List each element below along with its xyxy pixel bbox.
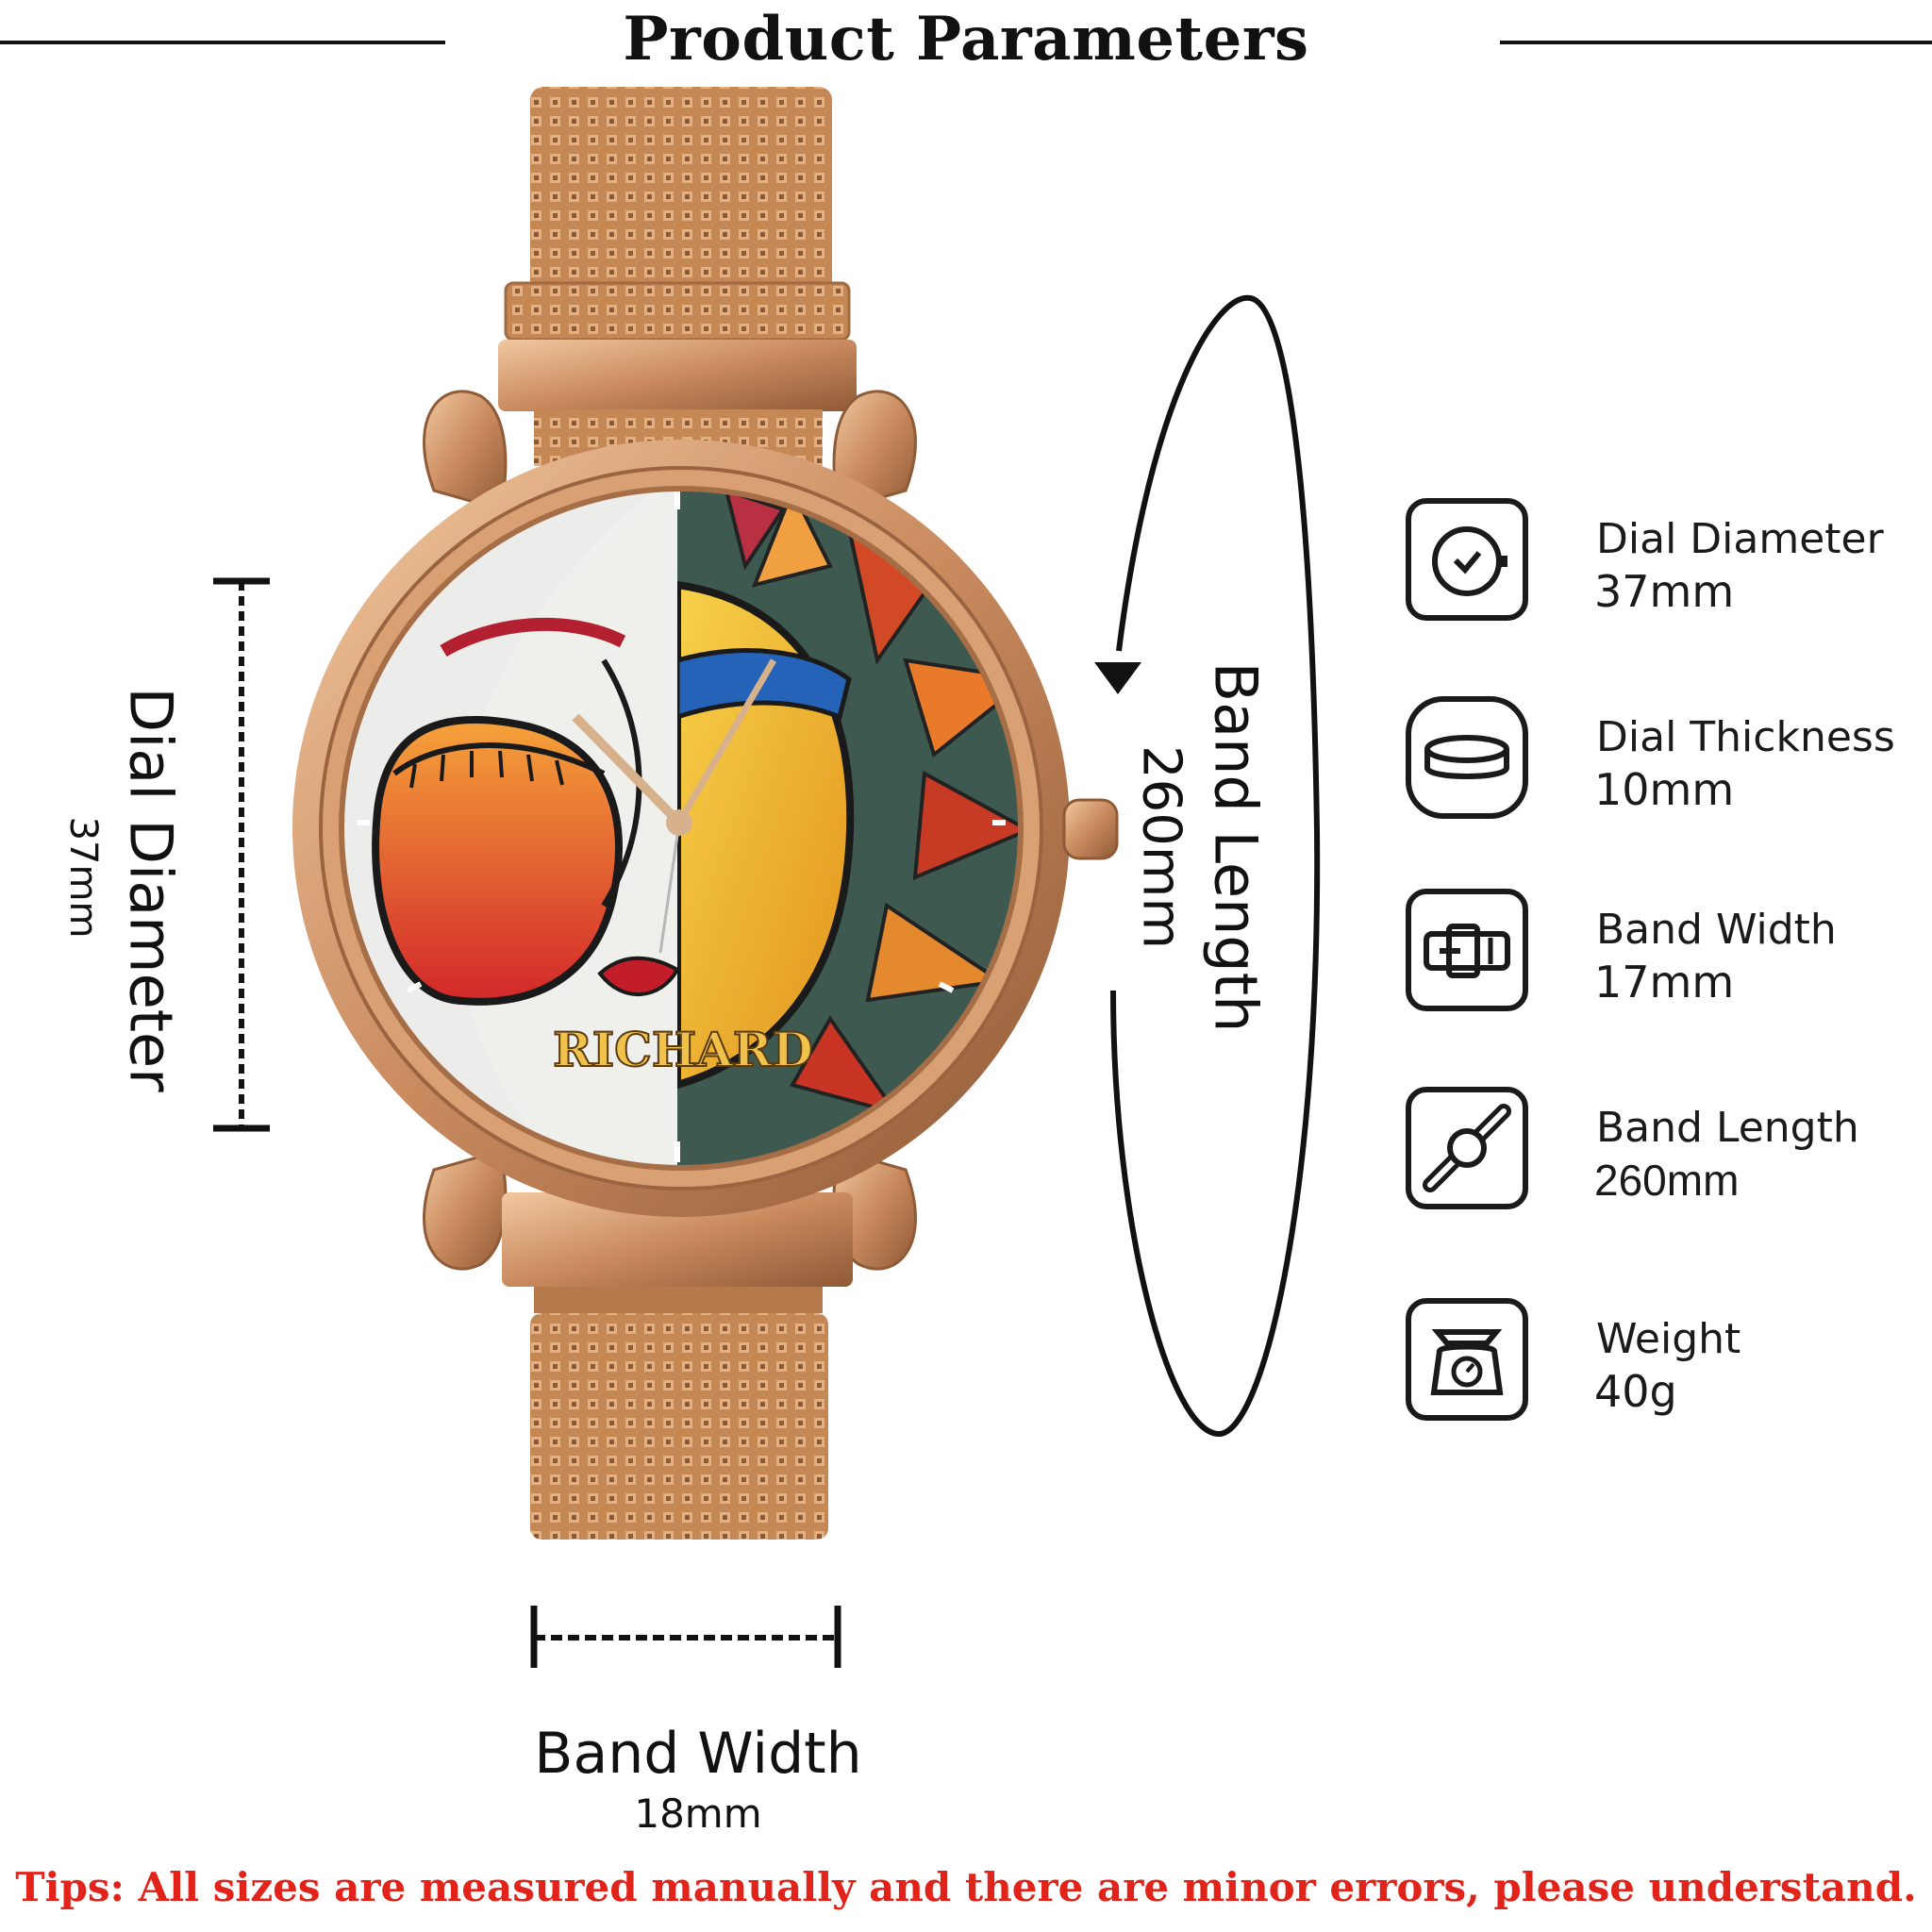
header-rule-left (0, 41, 445, 44)
spec-name: Dial Thickness (1596, 713, 1895, 761)
bottom-mesh-band (502, 1192, 853, 1540)
spec-name: Weight (1596, 1315, 1741, 1363)
spec-value: 10mm (1594, 764, 1735, 815)
clock-icon (1406, 498, 1528, 621)
band-length-value: 260mm (1130, 745, 1192, 949)
spec-row-dial-thickness: Dial Thickness 10mm (1396, 696, 1906, 838)
band-buckle-icon (1406, 889, 1528, 1011)
spec-row-dial-diameter: Dial Diameter 37mm (1396, 498, 1906, 640)
dial-diameter-dimension-bar (213, 577, 270, 1132)
band-length-icon (1406, 1087, 1528, 1209)
spec-row-weight: Weight 40g (1396, 1298, 1906, 1440)
band-length-loop-arrow (1094, 294, 1321, 1438)
spec-row-band-length: Band Length 260mm (1396, 1087, 1906, 1228)
band-length-label: Band Length (1201, 661, 1271, 1033)
spec-value: 40g (1594, 1366, 1677, 1417)
scale-icon (1406, 1298, 1528, 1421)
spec-row-band-width: Band Width 17mm (1396, 889, 1906, 1030)
watch-lugs (423, 390, 917, 1271)
dial-name-text: RICHARD (553, 1022, 813, 1077)
top-mesh-band (498, 87, 857, 466)
spec-value: 17mm (1594, 957, 1735, 1008)
spec-value: 37mm (1594, 566, 1735, 617)
dial-diameter-label: Dial Diameter (116, 687, 186, 1092)
spec-name: Band Length (1596, 1104, 1859, 1152)
spec-name: Band Width (1596, 906, 1837, 954)
spec-name: Dial Diameter (1596, 515, 1884, 563)
dial-diameter-value: 37mm (61, 816, 105, 939)
band-width-dimension-bar (530, 1606, 841, 1668)
page-title: Product Parameters (623, 4, 1309, 75)
band-width-value-text: 18mm (634, 1790, 762, 1837)
band-width-label-text: Band Width (534, 1721, 862, 1787)
header-rule-right (1500, 41, 1932, 44)
footer-tip: Tips: All sizes are measured manually an… (15, 1864, 1917, 1910)
watch-crown (1062, 798, 1119, 860)
spec-value: 260mm (1594, 1156, 1740, 1205)
dial-thickness-icon (1406, 696, 1528, 819)
